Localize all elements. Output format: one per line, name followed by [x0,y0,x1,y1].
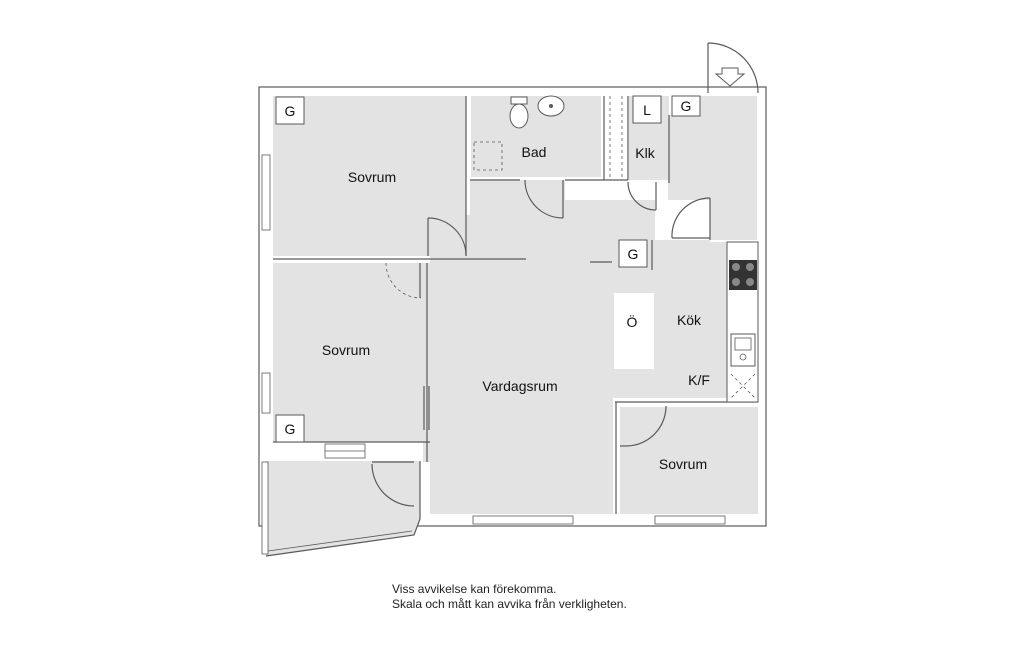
disclaimer-line-2: Skala och mått kan avvika från verklighe… [392,597,627,611]
window [261,154,271,231]
room-label-kok: Kök [677,312,702,328]
sink-basin [734,337,752,351]
drain [549,104,553,108]
room-sovrum-right [620,407,758,514]
window [261,461,269,555]
marker-box-g3 [618,239,648,268]
window [261,372,271,414]
toilet-tank [510,96,528,105]
room-sovrum-mid [273,263,423,442]
burner [746,278,754,286]
window [654,515,726,525]
room-label-sovrum-right: Sovrum [659,456,707,472]
window [472,515,574,525]
kf-label: K/F [688,372,710,388]
burner [746,263,754,271]
marker-box-g1 [275,96,305,125]
marker-box-g4 [671,95,701,117]
marker-box-g2 [275,414,305,443]
kitchen-island [614,293,654,369]
door-arc [625,405,667,447]
door-arc [371,463,415,507]
sink-drain [739,353,747,361]
disclaimer-line-1: Viss avvikelse kan förekomma. [392,582,557,596]
door-arc [427,217,467,257]
toilet-icon [509,103,529,129]
door-arc [671,197,711,239]
room-hall-entry [668,96,757,240]
marker-g3: G [628,246,639,262]
room-label-sovrum-mid: Sovrum [322,342,370,358]
burner [732,278,740,286]
marker-l: L [643,102,651,118]
room-label-bad: Bad [522,144,547,160]
door-arc-dashed [385,262,422,299]
door-arc [627,181,657,211]
room-label-sovrum-top: Sovrum [348,169,396,185]
shower-area [473,141,503,171]
entry-door-arc [707,42,759,94]
room-balcony [266,461,420,556]
balcony-rail [267,530,413,552]
marker-box-l [632,95,662,124]
marker-g1: G [285,103,296,119]
entrance-arrow-icon [714,67,746,87]
room-label-vardagsrum: Vardagsrum [482,378,557,394]
balcony-edge [265,461,421,557]
room-wc-strip [565,96,601,177]
marker-g4: G [681,98,692,114]
island-label: Ö [627,313,638,330]
burner [732,263,740,271]
room-vardagsrum [423,180,727,514]
room-label-klk: Klk [635,145,655,161]
marker-g2: G [285,421,296,437]
door-arc [524,179,564,219]
